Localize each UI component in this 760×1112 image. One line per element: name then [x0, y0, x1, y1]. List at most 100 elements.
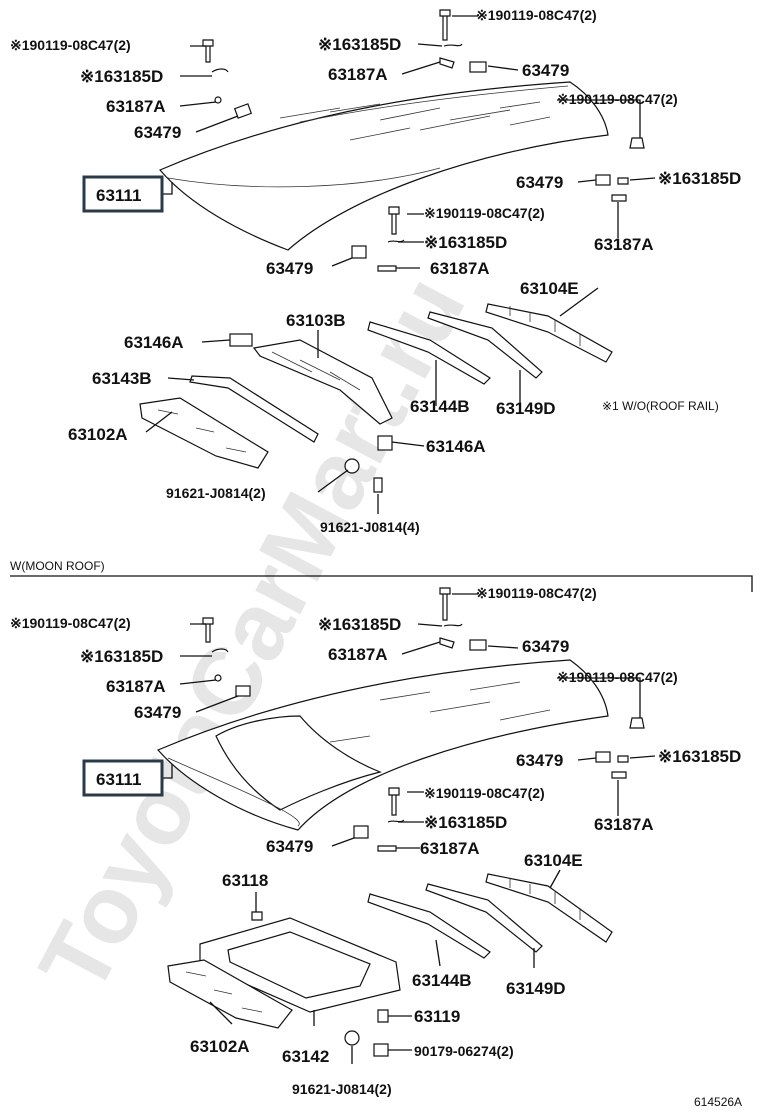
label-bracket-nw-top: 63187A	[106, 97, 166, 116]
bow-144b-top	[367, 321, 491, 385]
bracket-c-top	[377, 265, 397, 272]
label-clip-n-top: ※163185D	[318, 35, 401, 54]
pad-c-top	[351, 245, 367, 259]
label-screw-e-top: ※190119-08C47(2)	[557, 91, 678, 107]
watermark: ToyotaCarMart.ru	[19, 259, 486, 1009]
nut-a-top	[344, 458, 360, 474]
clip-nw-top	[211, 68, 229, 73]
bolt-n-top	[439, 9, 451, 41]
label-screw-nw-bottom: ※190119-08C47(2)	[10, 615, 131, 631]
label-nut-d-bottom: 91621-J0814(2)	[292, 1081, 392, 1097]
label-bracket-nw-bottom: 63187A	[106, 677, 166, 696]
label-clip-nw-bottom: ※163185D	[80, 647, 163, 666]
bolt-n-bottom	[439, 587, 451, 621]
roof-panel-bottom-box	[82, 759, 164, 797]
label-clip-e-bottom: ※163185D	[658, 747, 741, 766]
label-clip-c-bottom: ※163185D	[424, 813, 507, 832]
label-bracket-e-bottom: 63187A	[594, 815, 654, 834]
roof-panel-top-box	[82, 175, 164, 213]
bracket-n-top	[439, 57, 455, 69]
label-bracket-e-top: 63187A	[594, 235, 654, 254]
label-bow-149d-top: 63149D	[496, 399, 556, 418]
label-roof-panel-top: 63111	[96, 186, 141, 205]
label-bow-149d-bottom: 63149D	[506, 979, 566, 998]
seal-bottom	[251, 911, 263, 921]
bracket-e-bottom	[611, 771, 627, 779]
header-top	[139, 397, 269, 469]
label-nut-a-top: 91621-J0814(2)	[166, 485, 266, 501]
label-nut-c-bottom: 90179-06274(2)	[414, 1043, 514, 1059]
label-pad-nw-bottom: 63479	[134, 703, 181, 722]
label-bow-front-top: 63103B	[286, 311, 346, 330]
bolt-e-top	[629, 137, 645, 149]
label-bracket-n-bottom: 63187A	[328, 645, 388, 664]
label-screw-e-bottom: ※190119-08C47(2)	[557, 669, 678, 685]
label-pad-c-bottom: 63479	[266, 837, 313, 856]
header-bottom	[167, 959, 293, 1029]
label-bracket-c-top: 63187A	[430, 259, 490, 278]
bracket-n-bottom	[439, 637, 455, 649]
bracket-nw-top	[214, 96, 222, 104]
label-bow-rear-bottom: 63104E	[524, 851, 583, 870]
bracket-nw-bottom	[214, 674, 222, 682]
label-screw-n-bottom: ※190119-08C47(2)	[476, 585, 597, 601]
bow-149d-bottom	[425, 883, 543, 953]
pad-c-bottom	[353, 825, 369, 839]
bolt-c-top	[388, 206, 400, 235]
pad-n-top	[469, 61, 487, 73]
label-screw-nw-top: ※190119-08C47(2)	[10, 37, 131, 53]
nut-d-bottom	[344, 1030, 360, 1046]
bow-143b-top	[189, 375, 319, 443]
bracket-e-top	[611, 194, 627, 202]
label-clip-nw-top: ※163185D	[80, 67, 163, 86]
bow-rear-top	[485, 303, 613, 363]
bolt-nw-top	[202, 39, 214, 63]
label-spacer-a-top: 63146A	[124, 333, 184, 352]
clip-n-top	[443, 43, 463, 47]
label-pad-e-top: 63479	[516, 173, 563, 192]
clip-n-bottom	[443, 623, 463, 627]
bracket-c-bottom	[377, 845, 397, 852]
sunroof-opening-bottom	[215, 715, 382, 811]
spacer-a-top	[229, 333, 253, 347]
clip-nw-bottom	[211, 648, 229, 653]
label-roof-panel-bottom: 63111	[96, 770, 141, 789]
clip-e-top	[617, 177, 629, 185]
section-moon-roof: W(MOON ROOF)	[10, 559, 105, 573]
label-bow-144b-bottom: 63144B	[412, 971, 472, 990]
bottom-assembly: 63111 ※190119-08C47(2) ※163185D 63187A 6…	[10, 585, 741, 1097]
label-clip-119-bottom: 63119	[414, 1007, 460, 1026]
pad-nw-top	[233, 103, 253, 119]
label-bow-144b-top: 63144B	[410, 397, 470, 416]
label-pad-e-bottom: 63479	[516, 751, 563, 770]
bow-rear-bottom	[485, 873, 613, 943]
nut-c-bottom	[373, 1043, 389, 1057]
clip-119-bottom	[377, 1009, 389, 1023]
label-clip-c-top: ※163185D	[424, 233, 507, 252]
label-pad-c-top: 63479	[266, 259, 313, 278]
top-assembly: 63111 ※190119-08C47(2) ※163185D 63187A 6…	[10, 7, 741, 535]
label-screw-c-top: ※190119-08C47(2)	[424, 205, 545, 221]
label-header-top: 63102A	[68, 425, 128, 444]
label-header-bottom: 63102A	[190, 1037, 250, 1056]
note-roof-rail: ※1 W/O(ROOF RAIL)	[602, 399, 719, 413]
bolt-c-bottom	[388, 787, 400, 816]
label-pad-nw-top: 63479	[134, 123, 181, 142]
spacer-b-top	[377, 435, 393, 451]
label-bow-143b-top: 63143B	[92, 369, 152, 388]
bow-144b-bottom	[367, 893, 491, 959]
bolt-e-bottom	[629, 717, 645, 729]
label-bracket-c-bottom: 63187A	[420, 839, 480, 858]
bow-149d-top	[427, 311, 543, 379]
label-bracket-n-top: 63187A	[328, 65, 388, 84]
label-screw-c-bottom: ※190119-08C47(2)	[424, 785, 545, 801]
nut-b-top	[373, 477, 383, 493]
label-clip-e-top: ※163185D	[658, 169, 741, 188]
clip-e-bottom	[617, 755, 629, 763]
roof-panel-top	[159, 81, 609, 251]
label-nut-b-top: 91621-J0814(4)	[320, 519, 420, 535]
label-screw-n-top: ※190119-08C47(2)	[476, 7, 597, 23]
label-pad-n-top: 63479	[522, 61, 569, 80]
section-bracket	[10, 575, 753, 592]
